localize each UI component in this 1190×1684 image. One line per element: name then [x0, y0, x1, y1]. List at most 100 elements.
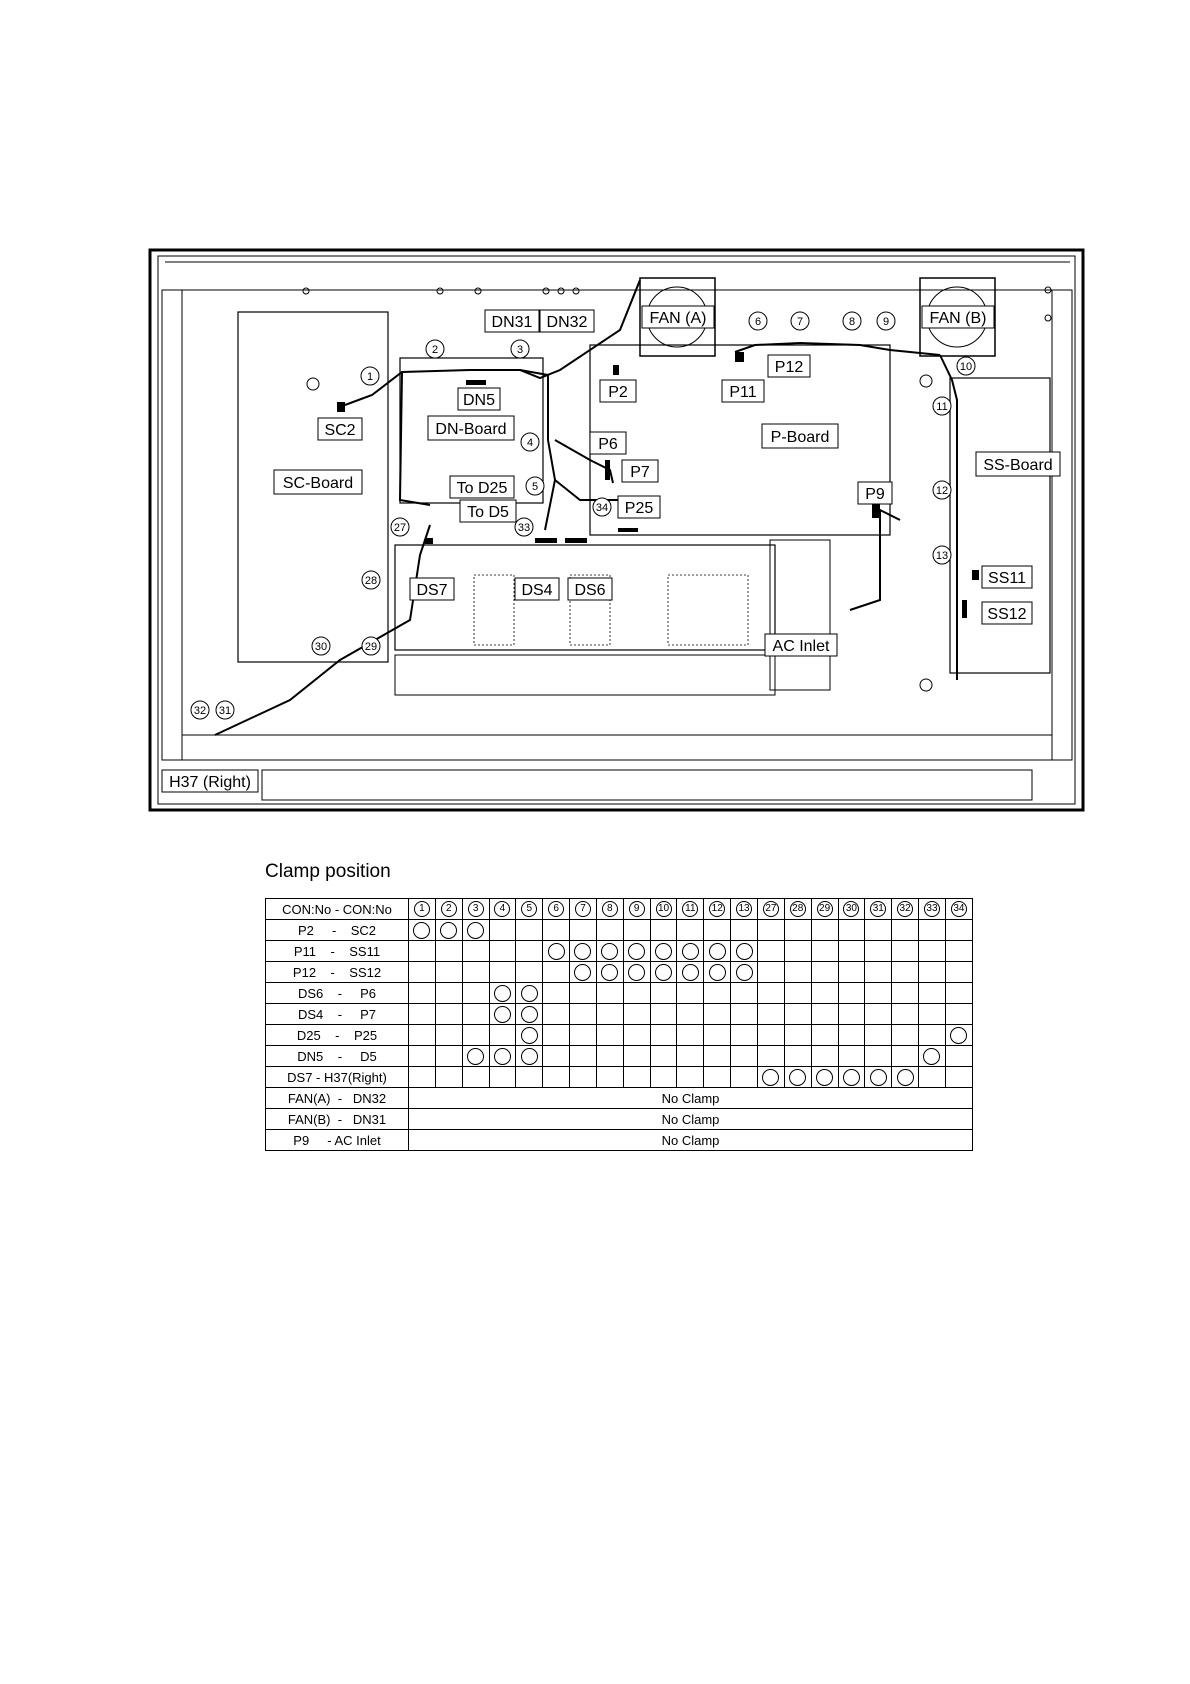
clamp-cell: [676, 961, 705, 983]
clamp-mark-circle: [628, 963, 646, 981]
no-clamp-note: No Clamp: [408, 1087, 973, 1109]
clamp-mark-circle: [520, 1026, 538, 1044]
clamp-cell: [461, 919, 490, 941]
clamp-cell: [918, 1066, 946, 1088]
clamp-cell: [730, 961, 758, 983]
connection-label: FAN(B) - DN31: [265, 1108, 409, 1130]
column-header-5: 5: [515, 898, 544, 920]
label-sc2: SC2: [324, 422, 355, 439]
clamp-cell: [542, 961, 571, 983]
clamp-cell: [622, 1003, 651, 1025]
clamp-cell: [783, 1003, 812, 1025]
column-number-6: 6: [548, 901, 565, 918]
clamp-cell: [918, 1003, 946, 1025]
column-number-3: 3: [467, 901, 484, 918]
clamp-cell: [649, 940, 678, 962]
clamp-cell: [783, 1024, 812, 1046]
clamp-cell: [703, 1003, 732, 1025]
bottom-rail: [181, 734, 1053, 761]
label-p9: P9: [865, 486, 885, 503]
clamp-mark-circle: [735, 942, 753, 960]
clamp-cell: [703, 1045, 732, 1067]
chassis-frame: [148, 248, 1085, 812]
clamp-8: 8: [849, 316, 855, 328]
connection-label: P11 - SS11: [265, 940, 409, 962]
column-header-7: 7: [569, 898, 597, 920]
right-rail: [1051, 289, 1073, 761]
chassis-inner-frame: [157, 255, 1076, 805]
clamp-cell: [864, 1066, 893, 1088]
label-ss11: SS11: [988, 570, 1026, 587]
clamp-cell: [595, 982, 624, 1004]
clamp-cell: [434, 982, 463, 1004]
clamp-cell: [434, 1024, 463, 1046]
clamp-cell: [542, 1045, 571, 1067]
clamp-cell: [864, 1024, 893, 1046]
label-ds6: DS6: [574, 582, 605, 599]
clamp-cell: [944, 1045, 974, 1067]
column-number-30: 30: [843, 901, 860, 918]
clamp-cell: [756, 982, 785, 1004]
clamp-cell: [515, 940, 544, 962]
clamp-cell: [756, 1003, 785, 1025]
column-number-11: 11: [682, 901, 699, 918]
clamp-cell: [408, 1003, 436, 1025]
clamp-cell: [837, 1003, 866, 1025]
clamp-cell: [783, 961, 812, 983]
column-header-10: 10: [649, 898, 678, 920]
clamp-cell: [595, 940, 624, 962]
clamp-cell: [756, 961, 785, 983]
clamp-1: 1: [367, 371, 373, 383]
clamp-cell: [837, 940, 866, 962]
clamp-cell: [515, 919, 544, 941]
clamp-cell: [891, 961, 920, 983]
label-ds4: DS4: [521, 582, 552, 599]
clamp-cell: [595, 1066, 624, 1088]
clamp-30: 30: [315, 641, 327, 653]
table-row: P12 - SS12: [265, 961, 974, 983]
clamp-31: 31: [219, 705, 231, 717]
clamp-cell: [864, 961, 893, 983]
clamp-cell: [891, 1024, 920, 1046]
clamp-cell: [837, 1045, 866, 1067]
connector-labels: SC2 DN31 DN32 DN5 P2 P6 P7 P9 P11 P12 P2…: [161, 309, 1033, 793]
clamp-4: 4: [527, 437, 533, 449]
ss-board-label: SS-Board: [983, 457, 1052, 474]
clamp-mark-circle: [493, 1047, 511, 1065]
clamp-cell: [837, 982, 866, 1004]
clamp-cell: [434, 1066, 463, 1088]
clamp-mark-circle: [547, 942, 565, 960]
clamp-cell: [622, 919, 651, 941]
column-header-4: 4: [488, 898, 517, 920]
clamp-27: 27: [394, 522, 406, 534]
label-p11: P11: [729, 384, 756, 401]
clamp-cell: [461, 1066, 490, 1088]
clamp-cell: [676, 919, 705, 941]
clamp-cell: [488, 1045, 517, 1067]
ds-board-outline: [394, 544, 776, 651]
clamp-cell: [595, 1045, 624, 1067]
clamp-cell: [730, 982, 758, 1004]
clamp-cell: [488, 982, 517, 1004]
clamp-mark-circle: [681, 942, 699, 960]
clamp-cell: [676, 940, 705, 962]
clamp-33: 33: [518, 522, 530, 534]
clamp-cell: [756, 1066, 785, 1088]
clamp-cell: [837, 919, 866, 941]
label-ac-inlet: AC Inlet: [773, 638, 830, 655]
clamp-cell: [918, 1024, 946, 1046]
label-dn5: DN5: [463, 392, 495, 409]
clamp-cell: [408, 1024, 436, 1046]
clamp-cell: [569, 1024, 597, 1046]
column-header-3: 3: [461, 898, 490, 920]
connection-label: DS6 - P6: [265, 982, 409, 1004]
clamp-cell: [703, 940, 732, 962]
column-number-28: 28: [789, 901, 806, 918]
label-h37-right: H37 (Right): [169, 774, 251, 791]
clamp-cell: [810, 1003, 839, 1025]
connection-label: D25 - P25: [265, 1024, 409, 1046]
clamp-cell: [703, 1024, 732, 1046]
column-number-2: 2: [440, 901, 457, 918]
wiring-diagram: SC-Board DN-Board P-Board SS-Board SC2 D…: [148, 248, 1085, 812]
